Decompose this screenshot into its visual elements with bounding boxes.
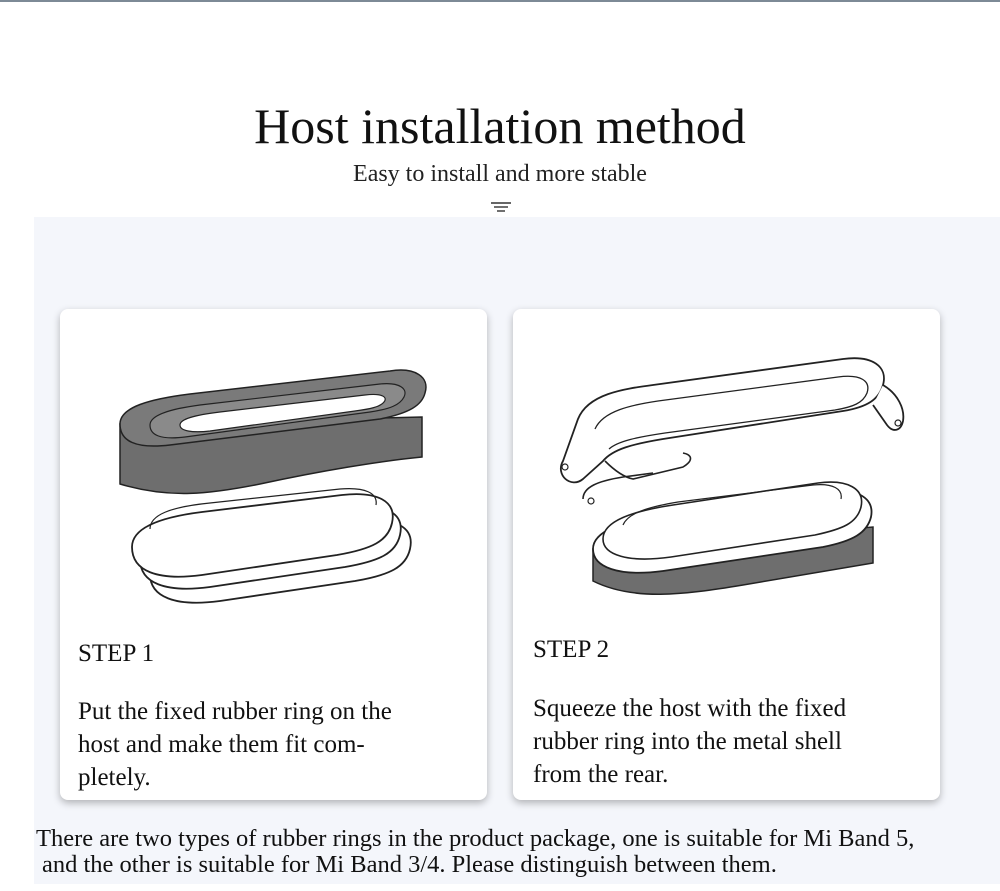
step-1-card: STEP 1 Put the fixed rubber ring on the … xyxy=(60,309,487,800)
step-2-label: STEP 2 xyxy=(533,636,610,663)
rubber-ring-host-illustration xyxy=(119,369,427,604)
compatibility-note: There are two types of rubber rings in t… xyxy=(36,825,915,878)
page-title: Host installation method xyxy=(254,98,746,154)
step-1-label: STEP 1 xyxy=(78,640,155,667)
top-divider xyxy=(0,0,1000,2)
step-1-description: Put the fixed rubber ring on the host an… xyxy=(78,698,392,791)
menu-lines-icon xyxy=(491,202,511,212)
metal-shell-host-illustration xyxy=(560,357,905,595)
step-2-description: Squeeze the host with the fixed rubber r… xyxy=(533,695,847,788)
step-2-card: STEP 2 Squeeze the host with the fixed r… xyxy=(513,309,940,800)
page-subtitle: Easy to install and more stable xyxy=(353,161,647,187)
